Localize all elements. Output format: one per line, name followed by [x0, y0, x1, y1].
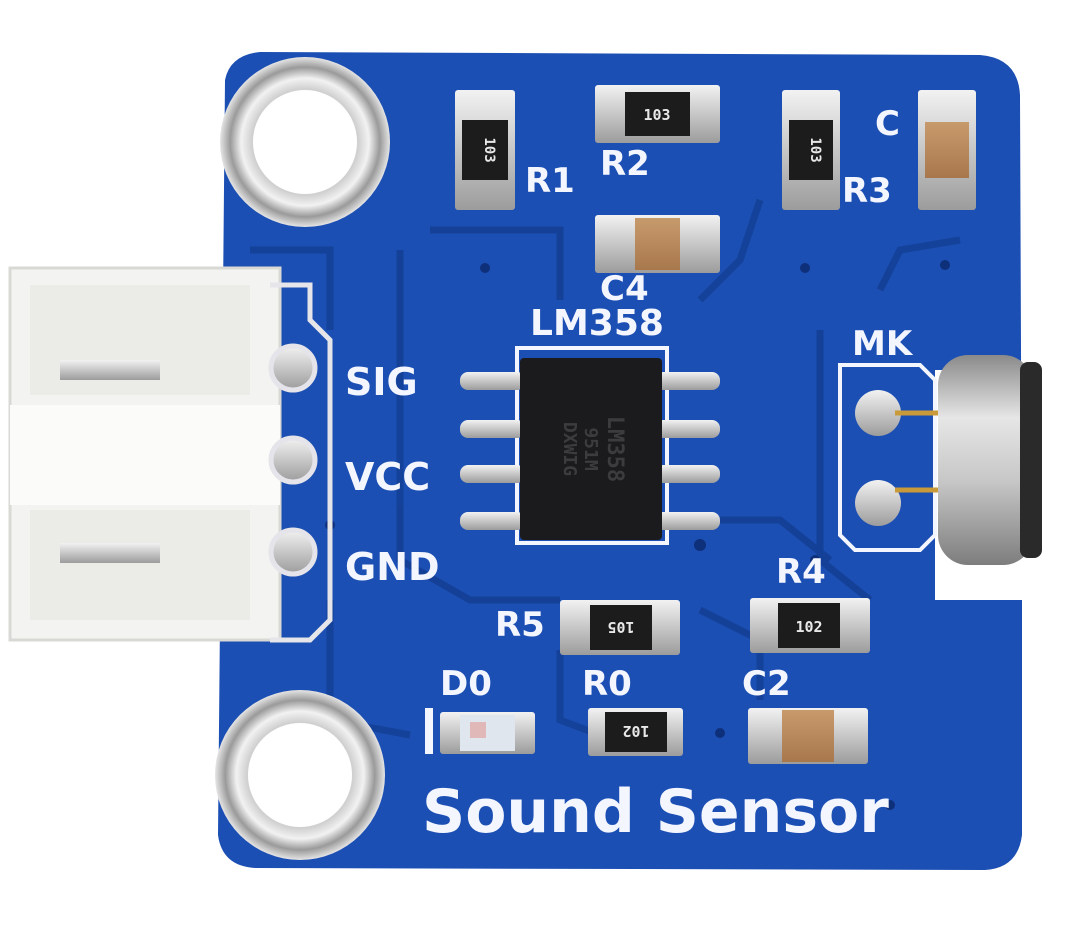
r0-label: R0 [582, 664, 632, 704]
pin-label-vcc: VCC [345, 455, 430, 499]
r2-label: R2 [600, 144, 650, 184]
ic-lm358: LM358 951M DXWIG [460, 346, 720, 545]
c4-label: C4 [600, 269, 649, 309]
c-label: C [875, 104, 900, 144]
resistor-r3: 103 [782, 90, 840, 210]
r1-label: R1 [525, 161, 575, 201]
r2-code: 103 [643, 106, 670, 124]
board-title: Sound Sensor [422, 777, 889, 847]
r3-code: 103 [807, 137, 823, 162]
mounting-hole-bottom [215, 690, 385, 860]
r5-label: R5 [495, 605, 545, 645]
mic-label: MK [852, 324, 914, 364]
r5-code: 105 [607, 618, 634, 636]
resistor-r0: 102 [588, 708, 683, 756]
resistor-r1: 103 [455, 90, 515, 210]
r0-code: 102 [622, 722, 649, 740]
r4-label: R4 [776, 552, 826, 592]
c2-label: C2 [742, 664, 791, 704]
pin-label-gnd: GND [345, 545, 440, 589]
ic-marking-1: LM358 [602, 416, 627, 482]
capacitor-c [918, 90, 976, 210]
mounting-hole-top [220, 57, 390, 227]
d0-label: D0 [440, 664, 492, 704]
capacitor-c4 [595, 215, 720, 273]
r1-code: 103 [481, 137, 497, 162]
resistor-r2: 103 [595, 85, 720, 143]
capacitor-c2 [748, 708, 868, 764]
microphone-mk [838, 355, 1042, 565]
ic-marking-2: 951M [580, 427, 601, 471]
resistor-r5: 105 [560, 600, 680, 655]
pin-label-sig: SIG [345, 360, 418, 404]
ic-marking-3: DXWIG [559, 422, 580, 476]
r3-label: R3 [842, 171, 892, 211]
ic-label: LM358 [530, 303, 664, 344]
r4-code: 102 [795, 618, 822, 636]
led-d0 [425, 708, 535, 754]
jst-connector [8, 266, 333, 643]
resistor-r4: 102 [750, 598, 870, 653]
header-pins [268, 343, 318, 577]
